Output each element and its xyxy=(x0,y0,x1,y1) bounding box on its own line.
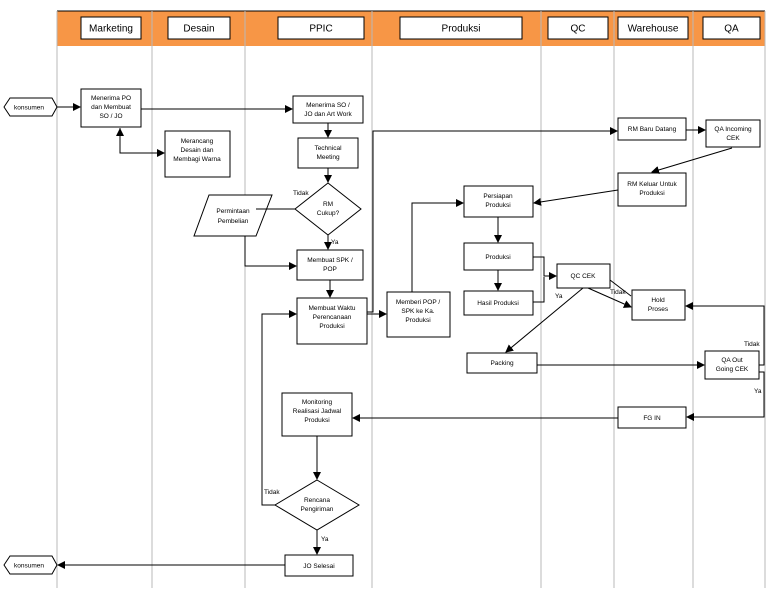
edge-labels: Tidak Ya Ya Tidak Tidak Ya Tidak Ya xyxy=(264,190,762,543)
node-hasil-produksi: Hasil Produksi xyxy=(463,290,534,316)
node-produksi: Produksi xyxy=(463,242,534,271)
edge-qc-to-packing xyxy=(505,287,584,353)
edge-qaout-ya xyxy=(686,371,765,421)
lane-header-label: Marketing xyxy=(89,24,133,35)
label-ya-rm: Ya xyxy=(331,239,339,246)
node-text: Memberi POP /SPK ke Ka.Produksi xyxy=(396,299,441,324)
connectors xyxy=(57,103,765,569)
node-beri-pop: Memberi POP /SPK ke Ka.Produksi xyxy=(386,291,451,338)
node-text: Packing xyxy=(490,360,514,367)
lane-header-ppic xyxy=(277,16,365,40)
lane-header-label: QC xyxy=(571,24,586,35)
lane-header-label: PPIC xyxy=(309,24,332,35)
node-text: RM Baru Datang xyxy=(628,126,677,133)
lane-header-produksi xyxy=(399,16,523,40)
edge-qc-to-hold xyxy=(587,287,632,308)
node-qc-cek: QC CEK xyxy=(556,263,611,289)
node-text: Hasil Produksi xyxy=(477,300,519,307)
lane-headers: Marketing Desain PPIC Produksi QC Wareho… xyxy=(80,16,761,40)
node-terima-so: Menerima SO /JO dan Art Work xyxy=(292,95,364,124)
node-jo-selesai: JO Selesai xyxy=(284,554,354,577)
label-tidak-qaout: Tidak xyxy=(744,341,760,348)
edge-qaout-tidak xyxy=(685,302,765,366)
edge-rencana-tidak xyxy=(261,310,297,506)
label-ya-rencana: Ya xyxy=(321,536,329,543)
node-text: Produksi xyxy=(485,254,510,261)
edge-pop-to-persiapan xyxy=(411,199,464,292)
label-tidak-rencana: Tidak xyxy=(264,489,280,496)
edge-pp-to-spk xyxy=(244,236,297,270)
edge-produksi-to-qc xyxy=(533,256,557,280)
lane-header-qa xyxy=(702,16,761,40)
edge-qa-to-rmkeluar xyxy=(651,147,733,174)
lane-header-qc xyxy=(547,16,609,40)
node-text: Menerima SO /JO dan Art Work xyxy=(304,102,352,118)
node-buat-spk: Membuat SPK /POP xyxy=(296,249,364,281)
lane-header-desain xyxy=(167,16,231,40)
lane-header-label: Produksi xyxy=(442,24,481,35)
node-fg-in: FG IN xyxy=(617,406,687,429)
node-rm-datang: RM Baru Datang xyxy=(617,117,687,141)
lane-header-label: QA xyxy=(724,24,739,35)
terminal-konsumen-end: konsumen xyxy=(3,555,58,575)
node-text: QC CEK xyxy=(571,273,597,280)
lane-header-label: Desain xyxy=(183,24,214,35)
node-text: Membuat SPK /POP xyxy=(307,257,353,273)
lane-header-marketing xyxy=(80,16,142,40)
lane-header-label: Warehouse xyxy=(628,24,679,35)
terminal-label: konsumen xyxy=(14,563,44,570)
node-packing: Packing xyxy=(466,352,538,374)
label-ya-qaout: Ya xyxy=(754,388,762,395)
label-tidak-rm: Tidak xyxy=(293,190,309,197)
edge-qc-to-hold2 xyxy=(609,279,632,297)
terminal-konsumen-start: konsumen xyxy=(3,97,58,117)
label-ya-qc: Ya xyxy=(555,293,563,300)
node-text: FG IN xyxy=(643,415,661,422)
edge-hasil-to-qc xyxy=(533,277,545,303)
edge-waktu-to-rmdatang xyxy=(367,127,618,313)
lane-header-warehouse xyxy=(617,16,689,40)
terminal-label: konsumen xyxy=(14,105,44,112)
edge-po-rancang xyxy=(119,128,165,157)
node-text: JO Selesai xyxy=(303,563,334,570)
label-tidak-qc: Tidak xyxy=(610,289,626,296)
edge-rmkeluar-to-persiapan xyxy=(533,189,619,206)
